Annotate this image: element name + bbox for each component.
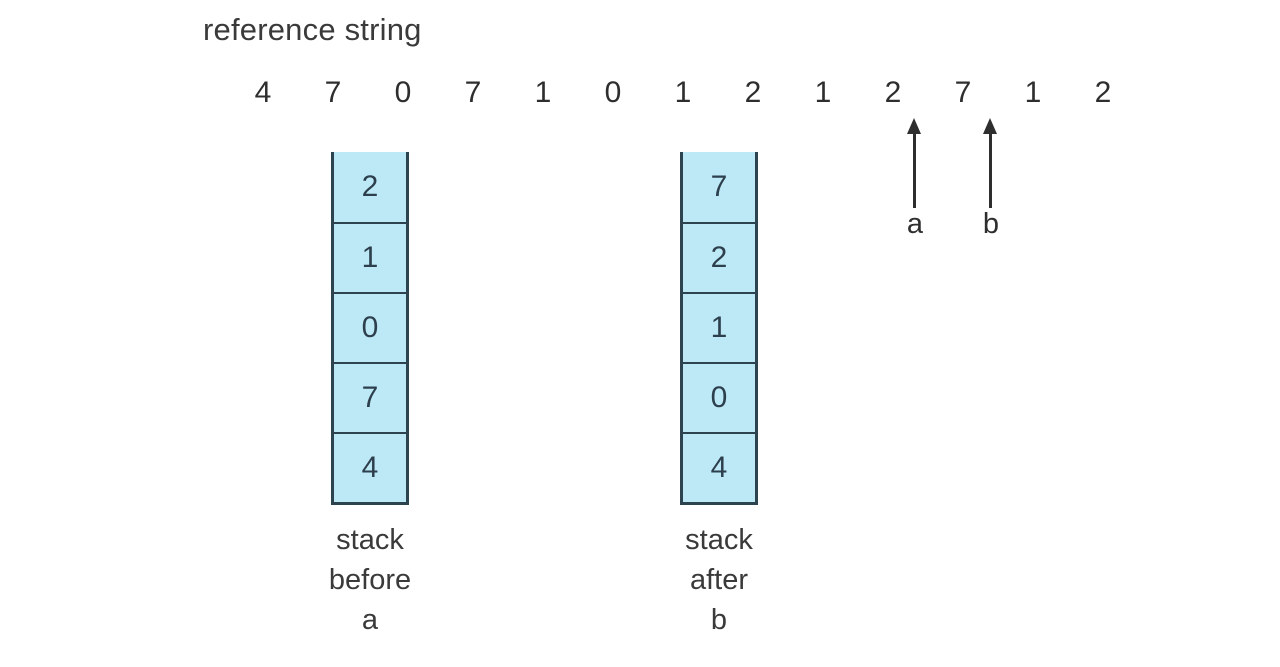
pointer-label-b: b <box>982 208 1000 240</box>
reference-digit: 7 <box>954 76 972 109</box>
caption-line: after <box>689 564 749 596</box>
caption-line: stack <box>336 524 404 556</box>
reference-digit: 4 <box>254 76 272 109</box>
reference-digit: 1 <box>674 76 692 109</box>
reference-digit: 1 <box>814 76 832 109</box>
stack-before-a: 2 1 0 7 4 <box>331 152 409 505</box>
reference-digit: 7 <box>324 76 342 109</box>
stack-cell: 1 <box>334 222 406 292</box>
reference-string-row: 4 7 0 7 1 0 1 2 1 2 7 1 2 <box>0 74 1280 114</box>
caption-line: a <box>361 604 379 636</box>
arrow-shaft <box>989 128 992 208</box>
caption-line: b <box>710 604 728 636</box>
arrow-shaft <box>913 128 916 208</box>
reference-digit: 0 <box>394 76 412 109</box>
arrow-head-icon <box>907 118 921 134</box>
stack-cell: 4 <box>334 432 406 502</box>
stack-cell: 2 <box>334 152 406 222</box>
page-title: reference string <box>203 12 422 47</box>
reference-digit: 1 <box>534 76 552 109</box>
pointer-label-a: a <box>906 208 924 240</box>
reference-digit: 2 <box>1094 76 1112 109</box>
stack-cell: 4 <box>683 432 755 502</box>
stack-before-a-caption: stack before a <box>270 520 470 640</box>
reference-digit: 7 <box>464 76 482 109</box>
caption-line: before <box>328 564 412 596</box>
stack-cell: 2 <box>683 222 755 292</box>
stack-cells: 2 1 0 7 4 <box>331 152 409 505</box>
caption-line: stack <box>685 524 753 556</box>
reference-digit: 2 <box>744 76 762 109</box>
stack-cells: 7 2 1 0 4 <box>680 152 758 505</box>
reference-digit: 0 <box>604 76 622 109</box>
stack-cell: 7 <box>683 152 755 222</box>
stack-cell: 1 <box>683 292 755 362</box>
stack-cell: 0 <box>334 292 406 362</box>
arrow-head-icon <box>983 118 997 134</box>
stack-cell: 7 <box>334 362 406 432</box>
reference-digit: 1 <box>1024 76 1042 109</box>
stack-after-b: 7 2 1 0 4 <box>680 152 758 505</box>
reference-digit: 2 <box>884 76 902 109</box>
stack-after-b-caption: stack after b <box>619 520 819 640</box>
stack-cell: 0 <box>683 362 755 432</box>
